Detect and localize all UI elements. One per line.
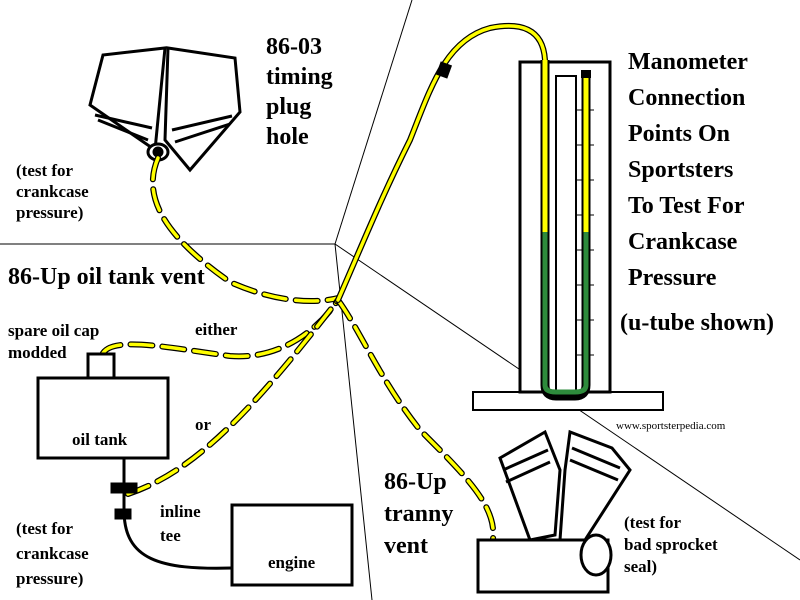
timing-plug-label: 86-03 timing plug hole [266, 32, 333, 152]
test-crankcase-bottom-label: (test for crankcase pressure) [16, 516, 89, 591]
tranny-heads [476, 429, 632, 594]
test-crankcase-bottom-line-3: pressure) [16, 569, 84, 588]
spare-oil-cap-label: spare oil cap modded [8, 320, 99, 364]
website-label: www.sportsterpedia.com [616, 420, 726, 432]
title-line-7: Pressure [628, 265, 717, 291]
test-sprocket-line-2: bad sprocket [624, 535, 718, 554]
test-crankcase-top-line-2: crankcase [16, 182, 89, 201]
inline-tee-line-2: tee [160, 526, 181, 545]
inline-tee-label: inline tee [160, 500, 201, 548]
test-sprocket-line-3: seal) [624, 557, 658, 576]
sprocket [579, 533, 613, 577]
test-crankcase-top-line-3: pressure) [16, 203, 84, 222]
test-sprocket-line-1: (test for [624, 513, 682, 532]
title-line-2: Connection [628, 85, 746, 111]
inline-tee-line-1: inline [160, 502, 201, 521]
oil-tank-vent-label: 86-Up oil tank vent [8, 264, 205, 290]
test-crankcase-top-line-1: (test for [16, 161, 74, 180]
or-label: or [195, 415, 212, 434]
tranny-vent-line-3: vent [384, 533, 428, 559]
engine-box [230, 503, 354, 587]
test-crankcase-top-label: (test for crankcase pressure) [16, 160, 89, 223]
title-line-5: To Test For [628, 193, 745, 219]
engine-label: engine [268, 553, 316, 572]
timing-plug-line-1: 86-03 [266, 34, 322, 60]
title-line-1: Manometer [628, 49, 748, 75]
title-line-4: Sportsters [628, 157, 734, 183]
title-line-3: Points On [628, 121, 731, 147]
hoses [99, 22, 548, 548]
oil-tank-system [36, 352, 354, 587]
timing-plug-line-3: plug [266, 94, 312, 120]
tranny-vent-line-2: tranny [384, 501, 454, 527]
utube-shown-label: (u-tube shown) [620, 310, 775, 336]
timing-plug-line-2: timing [266, 64, 333, 90]
oil-tank-label: oil tank [72, 430, 128, 449]
timing-plug-line-4: hole [266, 124, 309, 150]
tranny-vent-label: 86-Up tranny vent [384, 466, 453, 562]
manometer [472, 60, 664, 411]
test-crankcase-bottom-line-1: (test for [16, 519, 74, 538]
title-line-6: Crankcase [628, 229, 738, 255]
oil-cap [86, 352, 116, 380]
test-crankcase-bottom-line-2: crankcase [16, 544, 89, 563]
oil-tank [36, 376, 170, 460]
spare-oil-cap-line-1: spare oil cap [8, 321, 100, 340]
either-label: either [195, 320, 238, 339]
diagram-title: Manometer Connection Points On Sportster… [628, 44, 748, 296]
tranny-vent-line-1: 86-Up [384, 469, 447, 495]
inline-tee [110, 482, 138, 494]
test-sprocket-label: (test for bad sprocket seal) [624, 512, 718, 578]
spare-oil-cap-line-2: modded [8, 343, 67, 362]
timing-plug-heads [88, 46, 242, 173]
hose-clamp [435, 61, 453, 79]
